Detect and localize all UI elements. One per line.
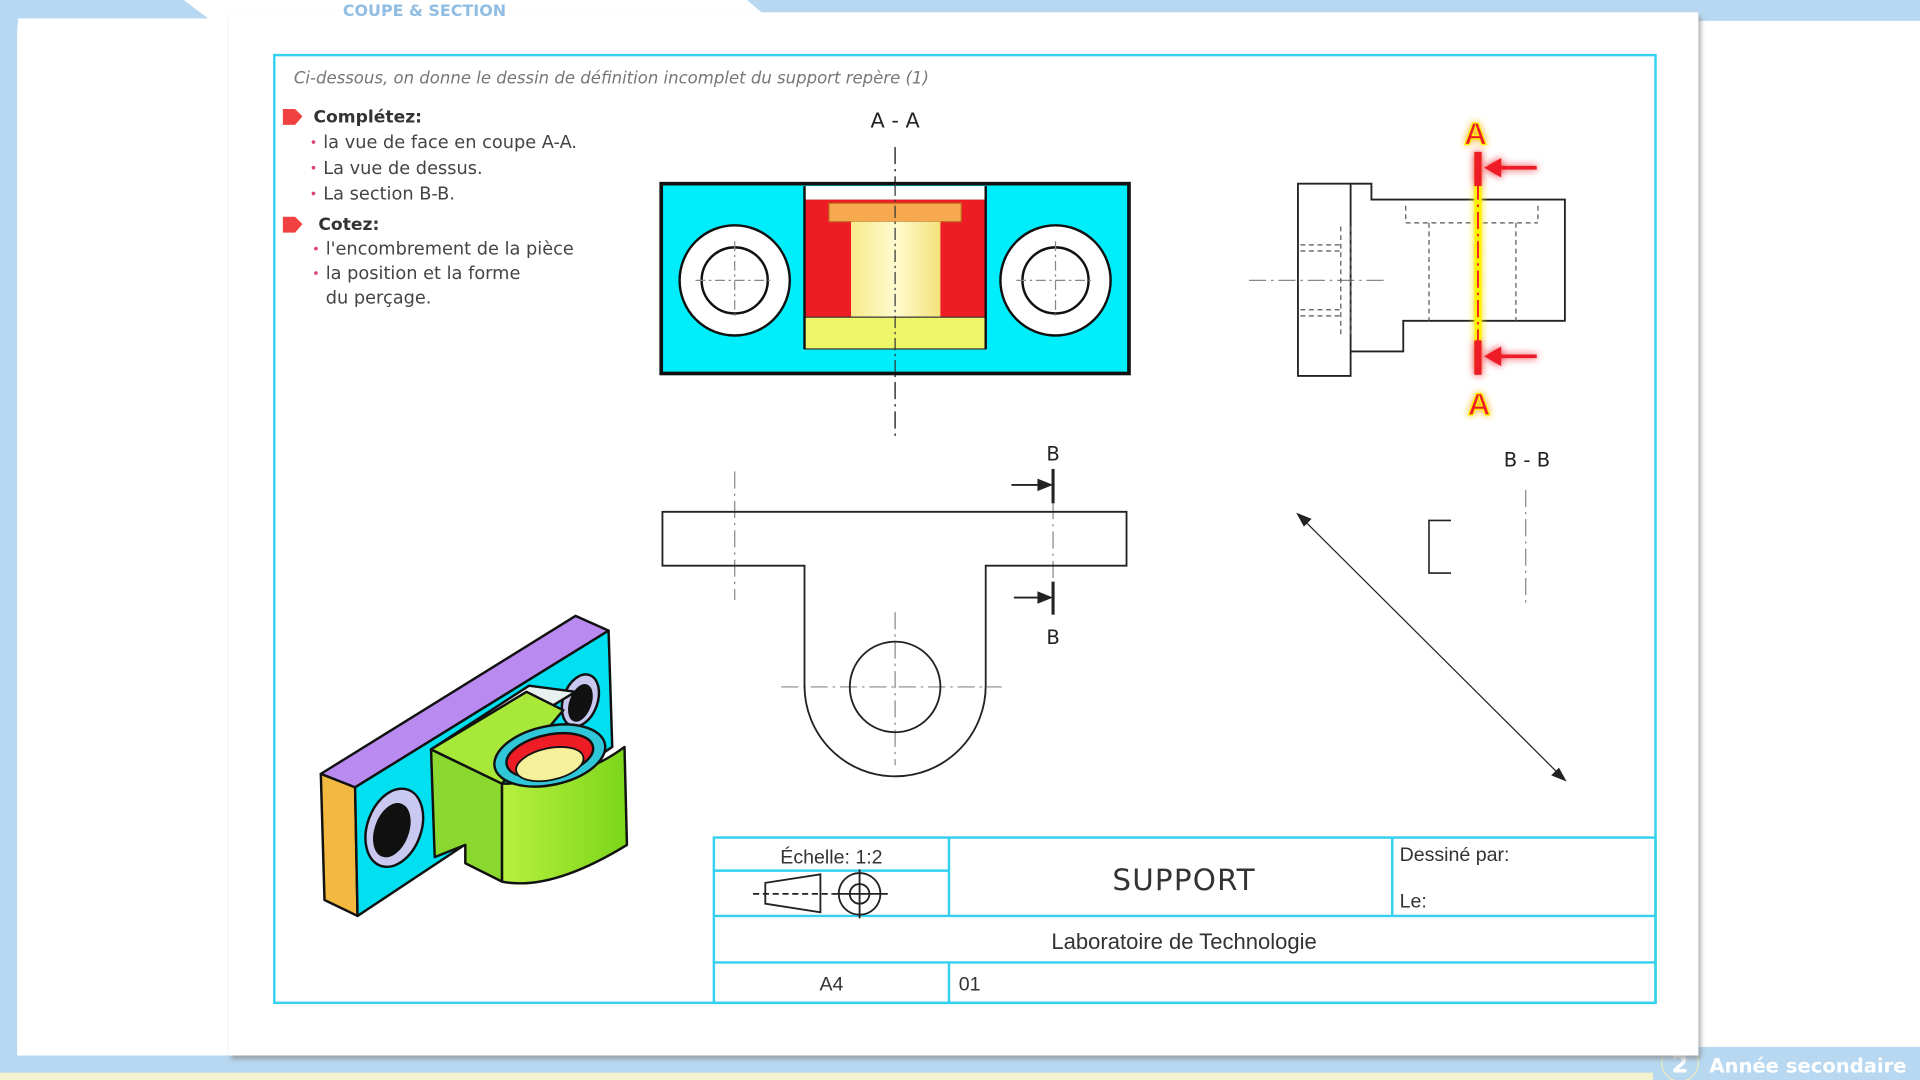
instructions-list: Complétez: la vue de face en coupe A-A. …: [282, 107, 577, 309]
isometric-3d-view: [319, 614, 629, 918]
projection-diagonal-arrow: [1296, 512, 1567, 782]
date-label: Le:: [1400, 890, 1427, 912]
footer-label: Année secondaire: [1709, 1055, 1906, 1078]
instruction-heading: Cotez:: [318, 215, 379, 235]
organization-label: Laboratoire de Technologie: [1051, 929, 1316, 954]
drawn-by-label: Dessiné par:: [1400, 844, 1510, 866]
cut-plane-label-top: A: [1464, 115, 1487, 151]
instruction-item: La section B-B.: [323, 185, 455, 205]
drawing-number: 01: [959, 974, 981, 996]
cut-b-label-top: B: [1046, 442, 1059, 465]
projection-symbol-icon: [753, 869, 888, 919]
instruction-item: la position et la forme: [326, 264, 521, 284]
instruction-heading: Complétez:: [313, 107, 422, 127]
instruction-item: la vue de face en coupe A-A.: [323, 133, 577, 153]
footer-badge: 2 Année secondaire: [1659, 1043, 1920, 1080]
bullet-arrow-icon: [282, 216, 303, 233]
intro-text: Ci-dessous, on donne le dessin de défini…: [294, 68, 929, 87]
instruction-item: La vue de dessus.: [323, 159, 482, 179]
format-label: A4: [819, 974, 843, 996]
instruction-item: du perçage.: [326, 289, 432, 309]
cut-b-label-bottom: B: [1046, 626, 1059, 649]
hole-right: [999, 224, 1112, 337]
section-bb-view: B - B: [1296, 449, 1567, 782]
bullet-arrow-icon: [282, 108, 303, 125]
instruction-item: l'encombrement de la pièce: [326, 240, 574, 260]
section-bb-label: B - B: [1504, 449, 1550, 472]
scale-label: Échelle: 1:2: [780, 845, 882, 868]
top-view: B B: [661, 442, 1128, 778]
slide-header-title: COUPE & SECTION: [343, 1, 506, 20]
section-aa-view: A - A: [659, 108, 1131, 439]
cut-plane-label-bottom: A: [1468, 386, 1491, 422]
cut-plane-aa: [1474, 151, 1537, 375]
footer-badge-number: 2: [1671, 1050, 1688, 1079]
side-view: A A: [1248, 115, 1566, 423]
drawing-title: SUPPORT: [1112, 863, 1255, 897]
hole-left: [678, 224, 792, 337]
section-aa-label: A - A: [871, 108, 921, 132]
title-block: Échelle: 1:2 SUPPORT Dessiné par: Le: La…: [712, 836, 1657, 1005]
